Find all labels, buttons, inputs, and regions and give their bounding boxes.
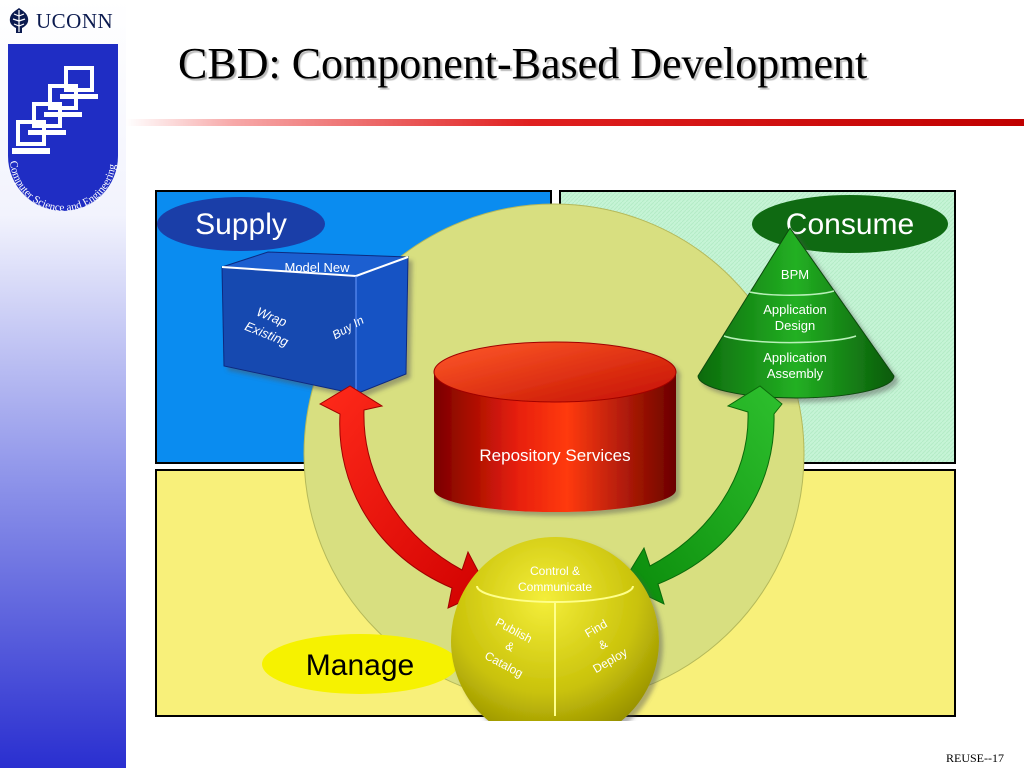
supply-label: Supply	[195, 208, 287, 241]
uconn-logo-text: UCONN	[36, 8, 114, 33]
page-title: CBD: Component-Based Development	[178, 39, 868, 88]
uconn-logo: UCONN	[6, 6, 113, 36]
sphere-control-label-line2: Communicate	[518, 580, 592, 594]
repository-label: Repository Services	[479, 446, 630, 465]
supply-manage-arrow	[318, 385, 489, 609]
cone-design-label-line2: Design	[775, 318, 815, 333]
cbd-diagram: Supply Consume Manage Model New Wrap Exi…	[155, 190, 956, 721]
cse-department-logo: Computer Science and Engineering	[7, 44, 119, 214]
repository-cylinder	[433, 341, 677, 512]
consume-label-oval	[752, 195, 948, 253]
manage-label-oval	[262, 634, 458, 694]
consume-label: Consume	[786, 208, 914, 241]
sphere-control-label-line1: Control &	[530, 564, 580, 578]
consume-cone	[697, 227, 895, 399]
slide-number: REUSE--17	[946, 751, 1004, 765]
cone-bpm-label: BPM	[781, 267, 809, 282]
cone-design-label-line1: Application	[763, 302, 827, 317]
oak-leaf-icon	[9, 8, 29, 33]
cone-assembly-label-line1: Application	[763, 350, 827, 365]
title-divider	[126, 119, 1024, 126]
manage-label: Manage	[306, 649, 414, 682]
supply-label-oval	[157, 197, 325, 251]
manage-sphere	[451, 537, 659, 721]
cube-top-label: Model New	[284, 260, 350, 275]
cone-assembly-label-line2: Assembly	[767, 366, 824, 381]
